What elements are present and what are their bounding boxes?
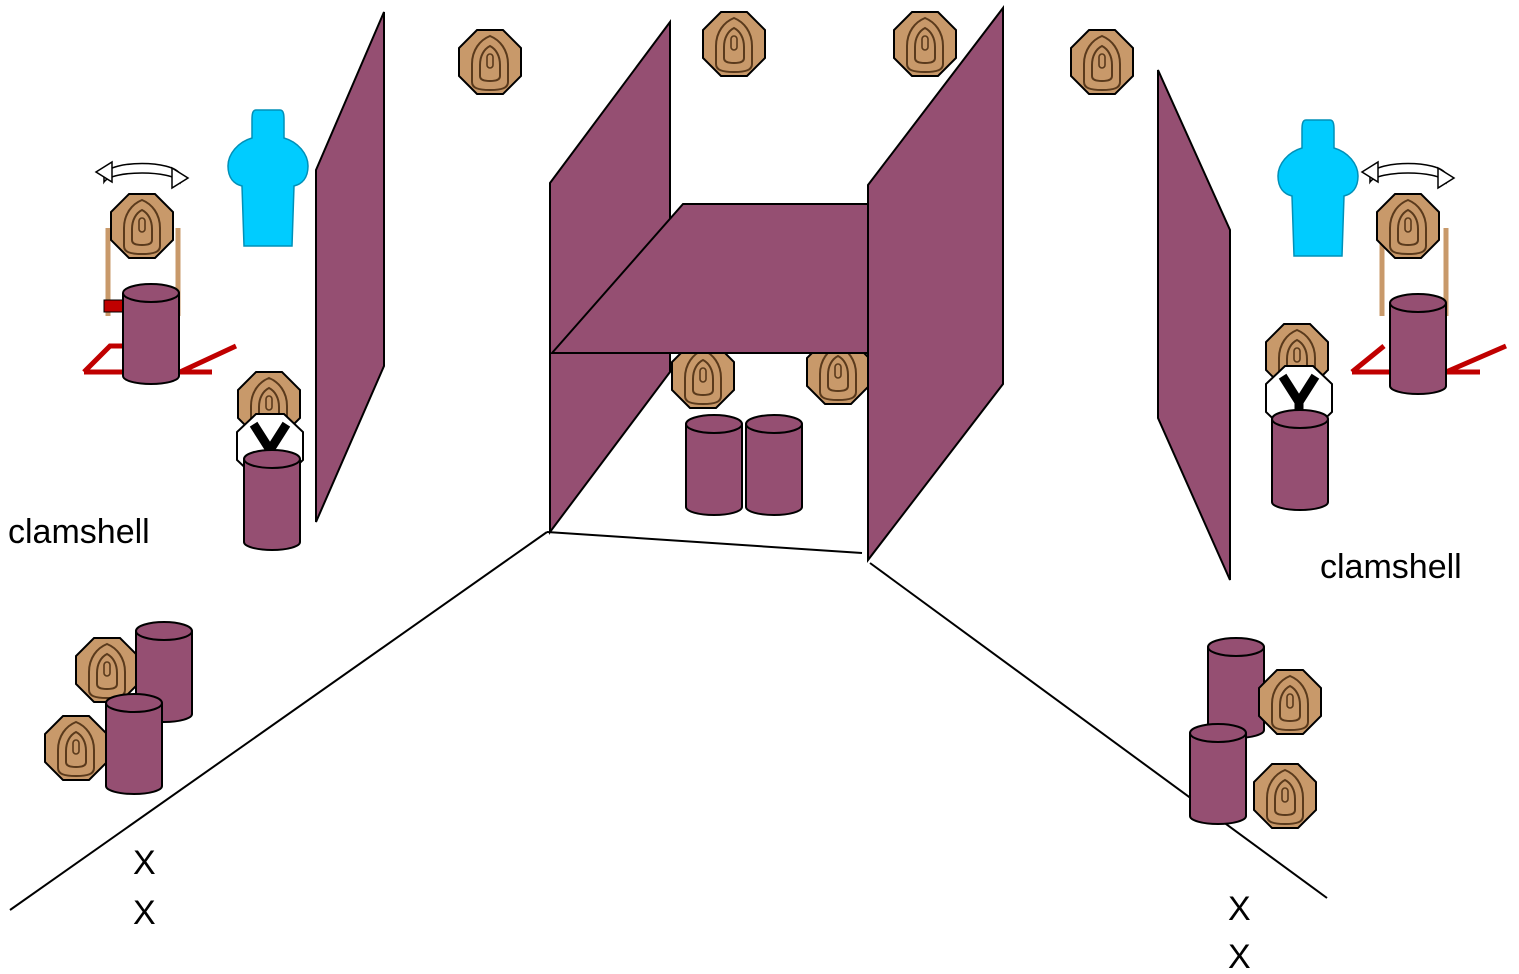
rotate-arrow-icon: [95, 161, 189, 189]
steel-target-top-1: [458, 29, 522, 95]
fault-lines: [9, 531, 1328, 911]
start-mark-right-1: X: [1228, 890, 1251, 928]
steel-target-top-2: [702, 11, 766, 77]
clamshell-left: [237, 371, 303, 551]
barrel-center-2: [745, 414, 803, 516]
swinger-left: [82, 161, 238, 385]
steel-target-top-3: [893, 11, 957, 77]
clamshell-label-left: clamshell: [8, 513, 150, 551]
start-mark-left-1: X: [133, 844, 156, 882]
clamshell-label-right: clamshell: [1320, 548, 1462, 586]
swinger-right: [1350, 161, 1507, 395]
wall-left: [315, 11, 385, 523]
wall-center-left: [549, 18, 671, 535]
rotate-arrow-icon: [1361, 161, 1455, 189]
wall-right: [1157, 69, 1231, 581]
barrel-center-1: [685, 414, 743, 516]
target-group-right: [1189, 637, 1322, 829]
no-shoot-silhouette-left: [227, 109, 309, 247]
steel-target-top-4: [1070, 29, 1134, 95]
start-mark-right-2: X: [1228, 938, 1251, 974]
no-shoot-silhouette-right: [1277, 119, 1359, 257]
wall-center-right: [867, 5, 1004, 563]
target-group-left: [44, 621, 193, 795]
start-mark-left-2: X: [133, 894, 156, 932]
clamshell-right: [1266, 323, 1332, 511]
